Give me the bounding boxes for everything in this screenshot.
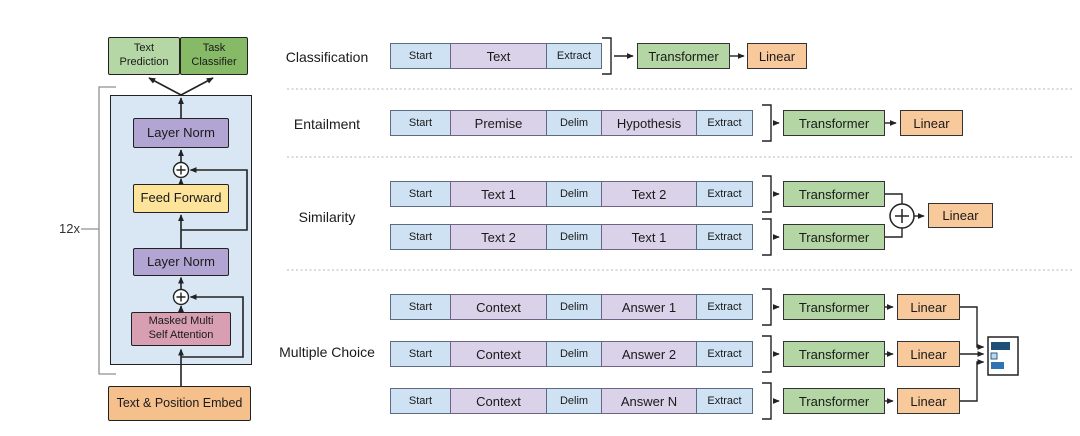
answer-score-bar-1	[991, 342, 1010, 350]
token-box: Text 2	[601, 181, 697, 207]
transformer-box: Transformer	[637, 43, 730, 69]
token-box: Answer 2	[601, 341, 697, 367]
input-sequence-row: Start Text Extract	[390, 43, 602, 69]
token-box: Start	[390, 110, 451, 136]
input-sequence-row: Start Context Delim Answer 2 Extract	[390, 341, 753, 367]
token-box: Delim	[546, 294, 602, 320]
feed-forward-box: Feed Forward	[133, 184, 229, 213]
input-sequence-row: Start Premise Delim Hypothesis Extract	[390, 110, 753, 136]
section-divider-dotted	[287, 88, 1072, 271]
token-box: Start	[390, 294, 451, 320]
token-box: Context	[450, 341, 547, 367]
task-label-entailment: Entailment	[293, 116, 361, 132]
embedding-box: Text & Position Embed	[108, 386, 251, 421]
layer-norm-bottom-box: Layer Norm	[133, 248, 229, 276]
answer-score-bar-3	[991, 362, 1004, 369]
transformer-box: Transformer	[783, 181, 885, 207]
token-box: Extract	[696, 294, 753, 320]
token-box: Answer 1	[601, 294, 697, 320]
linear-box: Linear	[897, 294, 960, 320]
token-box: Hypothesis	[601, 110, 697, 136]
token-box: Delim	[546, 181, 602, 207]
task-label-similarity: Similarity	[298, 209, 356, 225]
linear-box: Linear	[928, 203, 993, 228]
transformer-box: Transformer	[783, 388, 885, 414]
token-box: Start	[390, 388, 451, 414]
token-box: Extract	[696, 341, 753, 367]
input-sequence-row: Start Text 1 Delim Text 2 Extract	[390, 181, 753, 207]
answer-distribution-box	[987, 336, 1019, 376]
task-flow-arrows	[602, 37, 985, 420]
input-sequence-row: Start Text 2 Delim Text 1 Extract	[390, 224, 753, 250]
token-box: Context	[450, 388, 547, 414]
token-box: Text 1	[450, 181, 547, 207]
token-box: Text 2	[450, 224, 547, 250]
input-sequence-row: Start Context Delim Answer N Extract	[390, 388, 753, 414]
repeat-count-label: 12x	[59, 221, 80, 236]
task-label-classification: Classification	[285, 49, 369, 65]
linear-box: Linear	[897, 388, 960, 414]
input-sequence-row: Start Context Delim Answer 1 Extract	[390, 294, 753, 320]
token-box: Start	[390, 181, 451, 207]
token-box: Extract	[546, 43, 602, 69]
masked-attention-box: Masked Multi Self Attention	[131, 312, 231, 346]
token-box: Delim	[546, 224, 602, 250]
layer-norm-top-box: Layer Norm	[133, 118, 229, 148]
transformer-box: Transformer	[783, 341, 885, 367]
linear-box: Linear	[900, 110, 963, 136]
token-box: Premise	[450, 110, 547, 136]
text-prediction-box: Text Prediction	[108, 37, 180, 75]
token-box: Answer N	[601, 388, 697, 414]
transformer-box: Transformer	[783, 224, 885, 250]
token-box: Context	[450, 294, 547, 320]
token-box: Text 1	[601, 224, 697, 250]
token-box: Delim	[546, 388, 602, 414]
repeat-bracket	[81, 86, 116, 375]
token-box: Text	[450, 43, 547, 69]
transformer-box: Transformer	[783, 110, 885, 136]
residual-add-icon	[172, 161, 190, 306]
token-box: Extract	[696, 110, 753, 136]
linear-box: Linear	[747, 43, 807, 69]
token-box: Extract	[696, 388, 753, 414]
plus-circle-icon	[889, 203, 915, 229]
left-flow-arrows	[148, 77, 248, 386]
token-box: Start	[390, 341, 451, 367]
token-box: Start	[390, 224, 451, 250]
answer-score-bar-2	[990, 352, 998, 360]
token-box: Delim	[546, 110, 602, 136]
linear-box: Linear	[897, 341, 960, 367]
task-classifier-box: Task Classifier	[180, 37, 248, 75]
transformer-box: Transformer	[783, 294, 885, 320]
token-box: Delim	[546, 341, 602, 367]
token-box: Extract	[696, 181, 753, 207]
task-label-multiple-choice: Multiple Choice	[279, 344, 375, 360]
token-box: Extract	[696, 224, 753, 250]
token-box: Start	[390, 43, 451, 69]
